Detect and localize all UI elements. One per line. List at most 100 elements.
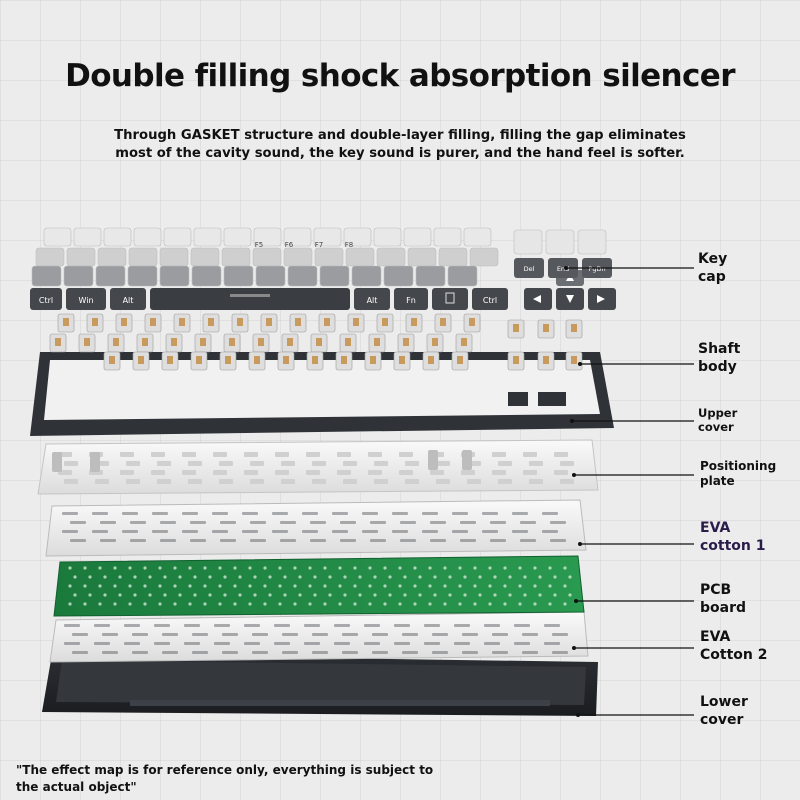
keycap — [103, 227, 132, 247]
keycap — [223, 227, 252, 247]
keycap — [35, 247, 65, 267]
keycap — [513, 229, 543, 255]
switch — [434, 313, 452, 333]
leader-dots — [564, 266, 582, 717]
label-line: cotton 1 — [700, 537, 766, 554]
arrow-down-icon — [566, 295, 574, 303]
switch — [248, 351, 266, 371]
disclaimer-footnote: "The effect map is for reference only, e… — [16, 763, 434, 794]
keycap — [545, 229, 575, 255]
pcb-board-layer — [53, 555, 585, 617]
keycap — [159, 247, 189, 267]
keycap — [469, 247, 499, 267]
keycap — [191, 265, 222, 287]
keycap-fn-legends: F5 F6 F7 F8 — [255, 241, 353, 249]
label-line: cover — [700, 711, 744, 728]
upper-cover-layer — [30, 352, 614, 436]
lower-cover-layer — [42, 654, 598, 716]
switch — [451, 351, 469, 371]
keycap — [95, 265, 126, 287]
switch — [161, 351, 179, 371]
switch — [310, 333, 328, 353]
keycap — [133, 227, 162, 247]
switch — [537, 351, 555, 371]
label-pcb-board: PCB board — [700, 582, 746, 617]
switch — [405, 313, 423, 333]
keycap — [345, 247, 375, 267]
switch — [107, 333, 125, 353]
keycap — [403, 227, 432, 247]
switch — [455, 333, 473, 353]
keycap — [159, 265, 190, 287]
key-legend-ctrl-right: Ctrl — [483, 296, 497, 305]
switch — [103, 351, 121, 371]
label-line: Positioning — [700, 459, 777, 473]
label-line: cover — [698, 420, 734, 435]
switch — [463, 313, 481, 333]
key-legend-alt-right: Alt — [367, 296, 378, 305]
switch — [426, 333, 444, 353]
leader-lines — [566, 267, 694, 716]
menu-icon — [445, 292, 455, 304]
keycap — [128, 247, 158, 267]
arrow-left-icon — [533, 295, 541, 303]
keycap-set — [31, 227, 607, 287]
switch — [115, 313, 133, 333]
label-eva-cotton-2: EVA Cotton 2 — [700, 629, 767, 664]
label-shaft-body: Shaft body — [698, 341, 740, 376]
keycap — [163, 227, 192, 247]
label-line: EVA — [700, 629, 731, 645]
positioning-plate-layer — [37, 439, 599, 495]
label-line: plate — [700, 474, 735, 488]
switch — [393, 351, 411, 371]
switch — [339, 333, 357, 353]
keycap — [577, 229, 607, 255]
keycap — [463, 227, 492, 247]
switch — [252, 333, 270, 353]
switch — [219, 351, 237, 371]
keycap — [283, 247, 313, 267]
switch — [565, 319, 583, 339]
label-line: Cotton 2 — [700, 646, 768, 663]
key-legend-win: Win — [78, 296, 93, 305]
key-legend-fn: Fn — [406, 296, 416, 305]
keycap — [415, 265, 446, 287]
keycap — [383, 265, 414, 287]
keycap — [193, 227, 222, 247]
switch — [223, 333, 241, 353]
switch — [173, 313, 191, 333]
key-legend-ctrl-left: Ctrl — [39, 296, 53, 305]
keycap — [73, 227, 102, 247]
switch — [507, 351, 525, 371]
switch — [318, 313, 336, 333]
label-line: Shaft — [698, 341, 741, 357]
switch — [165, 333, 183, 353]
switch — [376, 313, 394, 333]
switch — [368, 333, 386, 353]
page-title: Double filling shock absorption silencer — [65, 58, 735, 94]
key-legend-end: End — [557, 265, 569, 273]
keycap-bottom-row: Ctrl Win Alt Alt Fn Ctrl Del End PgDn — [30, 258, 616, 310]
label-line: board — [700, 599, 747, 616]
keycap — [351, 265, 382, 287]
keycap — [319, 265, 350, 287]
keycap — [407, 247, 437, 267]
switch — [57, 313, 75, 333]
keycap — [343, 227, 372, 247]
switch — [49, 333, 67, 353]
page-subtitle: Through GASKET structure and double-laye… — [114, 128, 686, 161]
label-lower-cover: Lower cover — [700, 694, 748, 729]
keycap — [66, 247, 96, 267]
key-legend-pgdn: PgDn — [588, 265, 605, 273]
switch — [277, 351, 295, 371]
label-eva-cotton-1: EVA cotton 1 — [700, 520, 766, 555]
keycap — [190, 247, 220, 267]
key-legend-f7: F7 — [315, 241, 323, 249]
keycap — [376, 247, 406, 267]
switch-array — [49, 313, 583, 371]
label-positioning-plate: Positioning plate — [700, 459, 776, 489]
key-legend-f6: F6 — [285, 241, 294, 249]
label-line: Upper — [698, 406, 738, 420]
keycap — [433, 227, 462, 247]
keycap — [438, 247, 468, 267]
